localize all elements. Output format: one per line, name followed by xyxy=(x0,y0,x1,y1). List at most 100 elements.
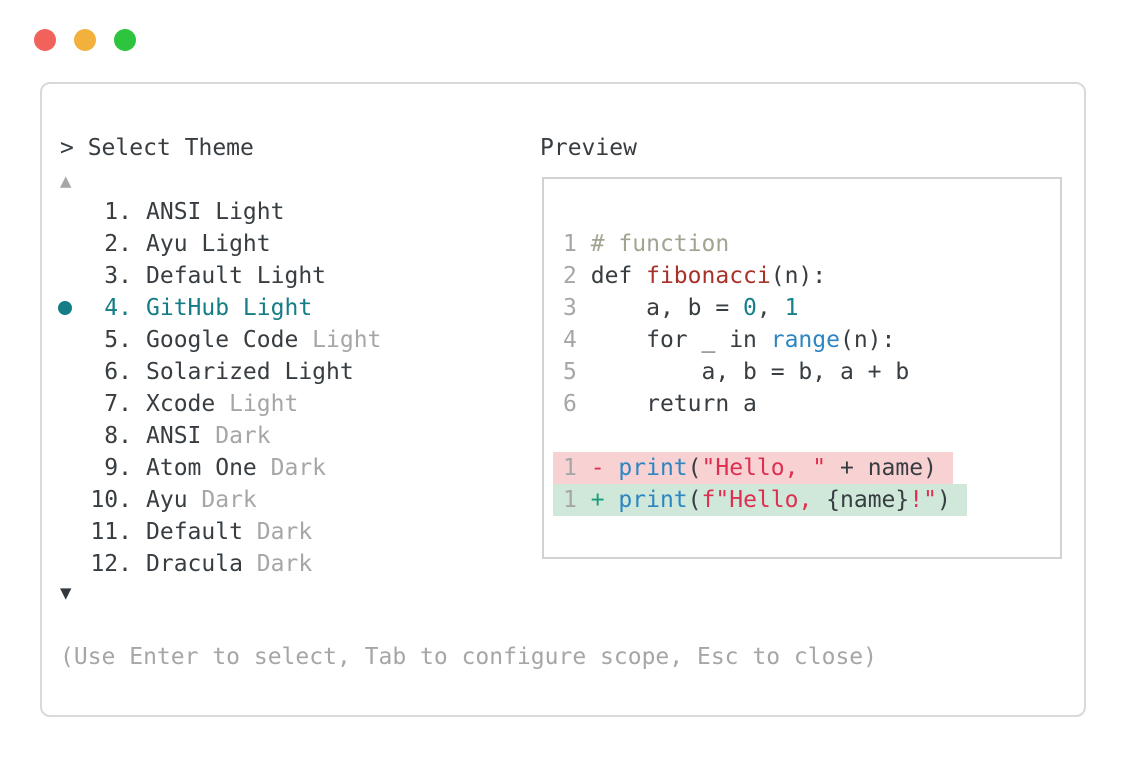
theme-item-number: 1. xyxy=(104,199,132,225)
theme-item-number: 10. xyxy=(90,487,132,513)
theme-item-variant: Dark xyxy=(215,423,271,449)
code-line: 2 def fibonacci(n): xyxy=(563,260,967,292)
theme-list-item[interactable]: 12. Dracula Dark xyxy=(58,548,381,580)
theme-list-item[interactable]: 3. Default Light xyxy=(58,260,381,292)
code-token: {name} xyxy=(826,487,910,513)
theme-item-name: Ayu xyxy=(146,487,188,513)
theme-item-number: 8. xyxy=(104,423,132,449)
theme-item-name: Xcode xyxy=(146,391,216,417)
diff-highlight: 1 - print("Hello, " + name) xyxy=(553,452,953,484)
theme-list-item[interactable]: 8. ANSI Dark xyxy=(58,420,381,452)
theme-item-number: 9. xyxy=(104,455,132,481)
theme-item-name: Solarized Light xyxy=(146,359,354,385)
code-token: !" xyxy=(909,487,937,513)
theme-item-number: 2. xyxy=(104,231,132,257)
theme-list-item[interactable]: 1. ANSI Light xyxy=(58,196,381,228)
line-number: 1 xyxy=(563,231,577,257)
theme-item-name: ANSI Light xyxy=(146,199,285,225)
close-button[interactable] xyxy=(34,29,56,51)
code-line xyxy=(563,420,967,452)
code-token: f"Hello, xyxy=(701,487,827,513)
theme-list-item[interactable]: 7. Xcode Light xyxy=(58,388,381,420)
theme-item-name: ANSI xyxy=(146,423,202,449)
code-token: print xyxy=(618,487,688,513)
code-line: 3 a, b = 0, 1 xyxy=(563,292,967,324)
hint-text: (Use Enter to select, Tab to configure s… xyxy=(60,644,877,670)
line-number: 4 xyxy=(563,327,577,353)
theme-item-number: 3. xyxy=(104,263,132,289)
theme-item-name: Google Code xyxy=(146,327,299,353)
line-number: 3 xyxy=(563,295,577,321)
code-token: (n): xyxy=(770,263,827,289)
code-token: def xyxy=(590,263,647,289)
code-token: print xyxy=(618,455,688,481)
code-token: - xyxy=(590,455,619,481)
preview-title: Preview xyxy=(540,135,637,161)
theme-item-variant: Light xyxy=(229,391,299,417)
code-token: ( xyxy=(687,487,702,513)
code-line: 4 for _ in range(n): xyxy=(563,324,967,356)
code-line: 6 return a xyxy=(563,388,967,420)
theme-item-variant: Dark xyxy=(270,455,327,481)
code-token: ( xyxy=(687,455,702,481)
theme-item-name: GitHub Light xyxy=(146,295,313,321)
theme-item-variant: Dark xyxy=(256,551,313,577)
theme-list-item[interactable]: 9. Atom One Dark xyxy=(58,452,381,484)
theme-list-item[interactable]: 10. Ayu Dark xyxy=(58,484,381,516)
theme-item-name: Default Light xyxy=(146,263,327,289)
theme-list-item[interactable]: 6.Solarized Light xyxy=(58,356,381,388)
selected-item-bullet-icon xyxy=(58,301,72,315)
code-token: + xyxy=(590,487,619,513)
theme-item-name: Ayu Light xyxy=(146,231,271,257)
theme-item-name: Default xyxy=(146,519,243,545)
code-token: ) xyxy=(936,487,951,513)
theme-item-number: 11. xyxy=(90,519,132,545)
theme-item-number: 5. xyxy=(104,327,132,353)
diff-highlight: 1 + print(f"Hello, {name}!") xyxy=(553,484,967,516)
theme-list-item[interactable]: 2. Ayu Light xyxy=(58,228,381,260)
prompt-label: Select Theme xyxy=(87,135,254,161)
scroll-down-icon[interactable]: ▼ xyxy=(60,582,72,604)
prompt-symbol: > xyxy=(60,135,74,161)
code-token: 0 xyxy=(743,295,757,321)
line-number: 5 xyxy=(563,359,577,385)
code-token: 1 xyxy=(784,295,799,321)
diff-removed-line: 1 - print("Hello, " + name) xyxy=(553,452,967,484)
code-token: a, b = b, a + b xyxy=(590,359,910,385)
minimize-button[interactable] xyxy=(74,29,96,51)
line-number: 6 xyxy=(563,391,577,417)
theme-list-item[interactable]: 5. Google Code Light xyxy=(58,324,381,356)
code-token: + name) xyxy=(826,455,937,481)
code-line: 5 a, b = b, a + b xyxy=(563,356,967,388)
theme-item-name: Atom One xyxy=(146,455,257,481)
selected-item-marker xyxy=(58,301,88,315)
theme-list-item[interactable]: 11. Default Dark xyxy=(58,516,381,548)
titlebar xyxy=(34,29,136,51)
theme-item-name: Dracula xyxy=(146,551,243,577)
theme-list-item[interactable]: 4. GitHub Light xyxy=(58,292,381,324)
code-token: a, b = xyxy=(590,295,744,321)
code-token: fibonacci xyxy=(646,263,771,289)
line-number: 1 xyxy=(563,455,577,481)
scroll-up-icon[interactable]: ▲ xyxy=(60,170,72,192)
theme-item-number: 7. xyxy=(104,391,132,417)
theme-item-variant: Dark xyxy=(201,487,257,513)
theme-item-number: 4. xyxy=(104,295,132,321)
theme-item-variant: Light xyxy=(312,327,382,353)
prompt: > Select Theme xyxy=(60,132,254,164)
code-token: (n): xyxy=(839,327,896,353)
zoom-button[interactable] xyxy=(114,29,136,51)
line-number: 2 xyxy=(563,263,577,289)
code-token: , xyxy=(756,295,785,321)
code-token: "Hello, " xyxy=(701,455,827,481)
theme-item-number: 12. xyxy=(90,551,132,577)
code-token: # function xyxy=(590,231,730,257)
code-token: range xyxy=(770,327,840,353)
code-line: 1 # function xyxy=(563,228,967,260)
diff-added-line: 1 + print(f"Hello, {name}!") xyxy=(553,484,967,516)
line-number: 1 xyxy=(563,487,577,513)
theme-item-variant: Dark xyxy=(256,519,313,545)
code-token: return a xyxy=(590,391,757,417)
theme-list: 1. ANSI Light 2. Ayu Light 3. Default Light 4.… xyxy=(58,196,381,580)
